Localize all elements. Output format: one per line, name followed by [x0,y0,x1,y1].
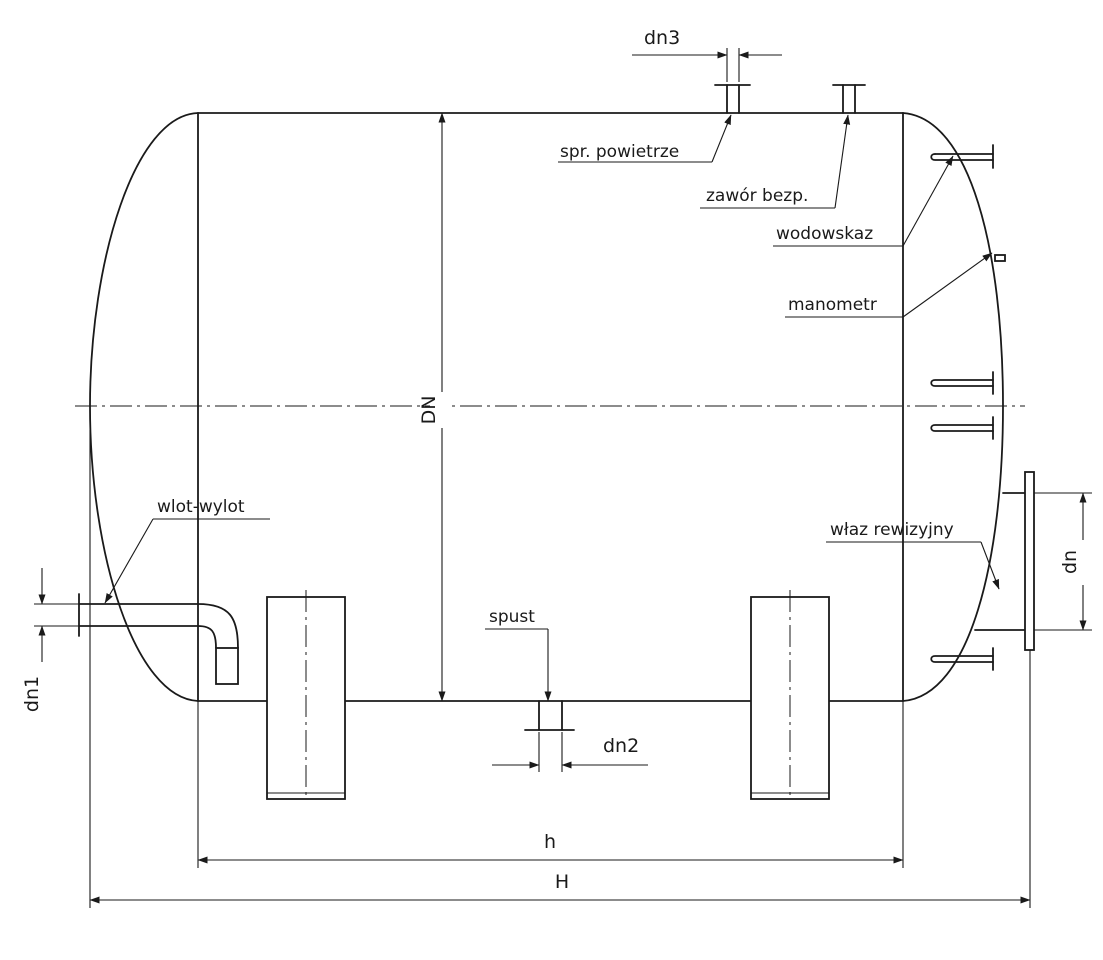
connector-2 [930,416,994,440]
dn1-dimension [34,568,79,662]
dn2-label: dn2 [603,735,639,757]
diameter-label: DN [418,396,440,425]
drain-nozzle [524,700,575,731]
manhole-leader [826,541,1000,590]
dn-label: dn [1059,550,1081,574]
water-gauge-lower-connector [930,647,994,671]
safety-valve-leader [700,114,851,209]
manhole-nozzle [974,471,1035,651]
left-saddle-support [266,590,346,800]
air-vent-label: spr. powietrze [560,142,679,162]
dn1-label: dn1 [21,676,43,712]
total-length-dimension [89,430,1031,908]
h-dimension [197,701,904,868]
dn3-dimension [632,48,782,82]
total-length-label: H [555,871,569,893]
dn2-dimension [492,732,648,772]
right-head [902,112,1004,702]
drain-leader [485,628,552,702]
air-vent-leader [558,114,732,163]
manhole-label: właz rewizyjny [830,520,954,540]
water-gauge-leader [773,155,954,247]
water-gauge-label: wodowskaz [776,224,873,244]
right-saddle-support [750,590,830,800]
inlet-outlet-leader [104,518,270,604]
dn-dimension [1034,492,1092,631]
inlet-outlet-label: wlot-wylot [157,497,245,517]
manometer-connector [994,254,1006,262]
manometer-leader [785,252,993,318]
inlet-outlet-pipe [78,593,239,685]
drain-label: spust [489,607,535,627]
dn3-label: dn3 [644,27,680,49]
connector-1 [930,371,994,395]
manometer-label: manometr [788,295,877,315]
safety-valve-nozzle [832,84,866,114]
air-vent-nozzle [714,84,751,114]
h-label: h [544,831,556,853]
left-head [89,112,199,702]
safety-valve-label: zawór bezp. [706,186,808,206]
water-gauge-upper-connector [930,144,994,169]
